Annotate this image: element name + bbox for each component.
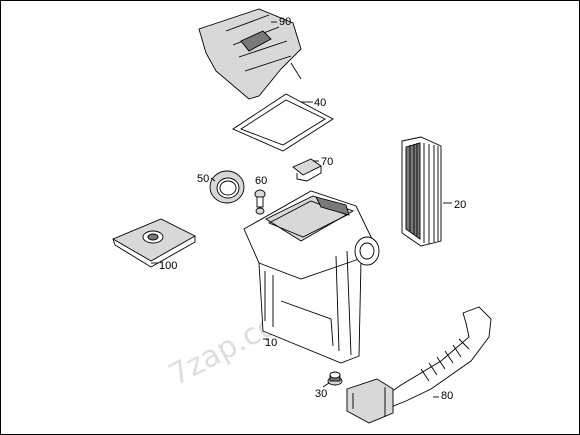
callout-50[interactable]: 50 [197,173,209,185]
sealing-ring-part[interactable] [209,170,245,204]
callout-20[interactable]: 20 [454,199,466,211]
callout-10[interactable]: 10 [265,337,277,349]
air-filter-housing-part[interactable] [243,190,380,364]
engine-cover-part[interactable] [198,8,302,100]
air-filter-element-part[interactable] [401,136,442,247]
leader-30 [322,382,330,388]
callout-90[interactable]: 90 [279,16,291,28]
callout-70[interactable]: 70 [321,156,333,168]
clip-part[interactable] [292,158,322,182]
callout-40[interactable]: 40 [314,97,326,109]
callout-100[interactable]: 100 [159,260,177,272]
callout-80[interactable]: 80 [441,390,453,402]
callout-60[interactable]: 60 [255,175,267,187]
callout-30[interactable]: 30 [315,388,327,400]
gasket-part[interactable] [232,93,334,152]
bolt-part[interactable] [254,189,266,215]
rubber-mount-part[interactable] [327,371,343,386]
leader-50 [210,177,216,182]
cover-plate-part[interactable] [111,218,196,268]
intake-hose-part[interactable] [346,306,492,424]
